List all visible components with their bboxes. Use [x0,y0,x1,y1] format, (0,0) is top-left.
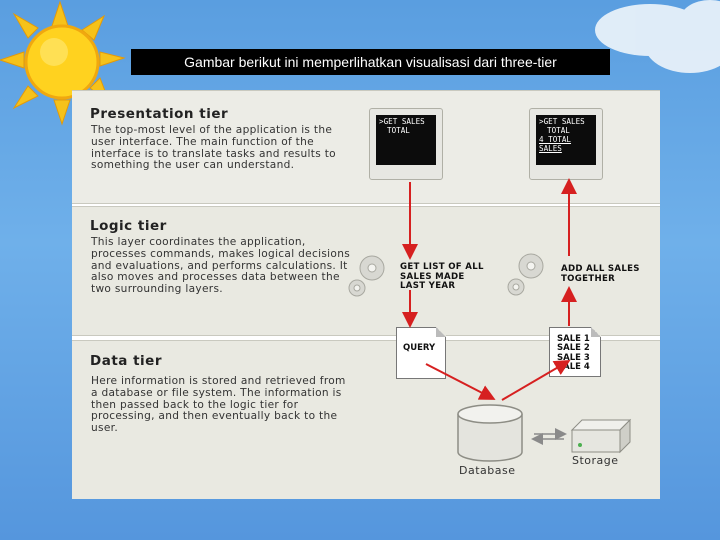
logic-tier-title: Logic tier [90,218,167,234]
storage-icon [570,418,632,454]
diagram-graphics [348,178,632,462]
monitor-right: >GET SALES TOTAL 4 TOTAL SALES [529,108,603,180]
monitor-left-screen: >GET SALES TOTAL [376,115,436,165]
three-tier-diagram: Presentation tier The top-most level of … [72,90,660,499]
monitor-left: >GET SALES TOTAL [369,108,443,180]
data-flow-arrows [402,178,577,401]
query-document-fold [436,327,446,337]
query-label: QUERY [403,343,436,353]
database-icon [457,404,523,462]
sale-item: SALE 2 [557,343,590,354]
query-document: QUERY [396,327,446,379]
slide-caption: Gambar berikut ini memperlihatkan visual… [131,49,610,75]
arrow-database-to-sales [501,359,571,401]
sales-list: SALE 1 SALE 2 SALE 3 SALE 4 [557,334,590,373]
database-label: Database [459,464,516,477]
monitor-right-line2: TOTAL [547,126,570,135]
cloud-illustration [595,0,720,73]
data-tier-text: Here information is stored and retrieved… [91,375,346,435]
data-tier-title: Data tier [90,353,162,369]
gear-icon [507,253,544,296]
presentation-tier-title: Presentation tier [90,106,229,122]
presentation-tier-text: The top-most level of the application is… [91,124,336,172]
logic-left-action: GET LIST OF ALL SALES MADE LAST YEAR [400,262,484,292]
monitor-right-line3: 4 TOTAL SALES [539,135,572,153]
arrow-query-to-database [425,363,496,400]
sale-item: SALE 3 [557,352,590,363]
gear-icon [348,255,385,297]
logic-tier-text: This layer coordinates the application, … [91,236,351,296]
monitor-left-line1: >GET SALES [379,117,425,126]
monitor-left-line2: TOTAL [387,126,410,135]
sale-item: SALE 4 [557,362,590,373]
monitor-right-line1: >GET SALES [539,117,585,126]
sale-item: SALE 1 [557,334,590,344]
logic-right-action: ADD ALL SALES TOGETHER [561,264,640,284]
storage-label: Storage [572,454,619,467]
database-storage-link [531,428,567,445]
monitor-right-screen: >GET SALES TOTAL 4 TOTAL SALES [536,115,596,165]
sales-document-fold [591,327,601,337]
sun-illustration [0,0,126,126]
